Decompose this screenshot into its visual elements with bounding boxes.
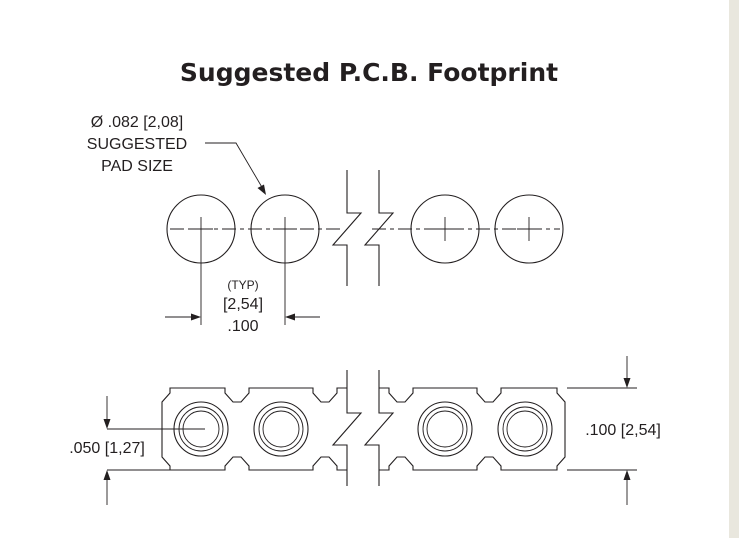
pad-callout-leader [205,142,264,190]
pad-size-label: PAD SIZE [101,158,173,175]
pad-callout-arrowhead [257,184,266,195]
top-pad-layout: (TYP) [2,54] .100 Ø .082 [2,08] SUGGESTE… [87,114,564,335]
connector-body-right [379,387,566,471]
suggested-pad-4 [494,194,564,264]
pad-diameter-label: Ø .082 [2,08] [91,114,184,131]
gold-contact-2 [253,401,309,457]
page-title: Suggested P.C.B. Footprint [180,58,558,87]
connector-body-left [161,387,347,471]
bottom-connector-view: .050 [1,27] .100 [2,54] [69,356,661,505]
break-symbol-top [331,170,395,286]
pad-suggested-label: SUGGESTED [87,136,187,153]
row-offset-label: .050 [1,27] [69,440,145,457]
body-height-dimension [567,356,637,505]
gold-contact-4 [497,401,553,457]
break-symbol-bottom [331,370,395,486]
suggested-pad-3 [410,194,480,264]
pitch-imperial-label: .100 [227,318,258,335]
pitch-metric-label: [2,54] [223,296,263,313]
pitch-typ-label: (TYP) [227,278,258,292]
page-edge-strip [729,0,739,538]
pad-center-marks [189,217,541,241]
pitch-dimension-arrows [165,313,320,321]
body-height-label: .100 [2,54] [585,422,661,439]
gold-contact-3 [417,401,473,457]
row-offset-dimension [103,396,205,505]
